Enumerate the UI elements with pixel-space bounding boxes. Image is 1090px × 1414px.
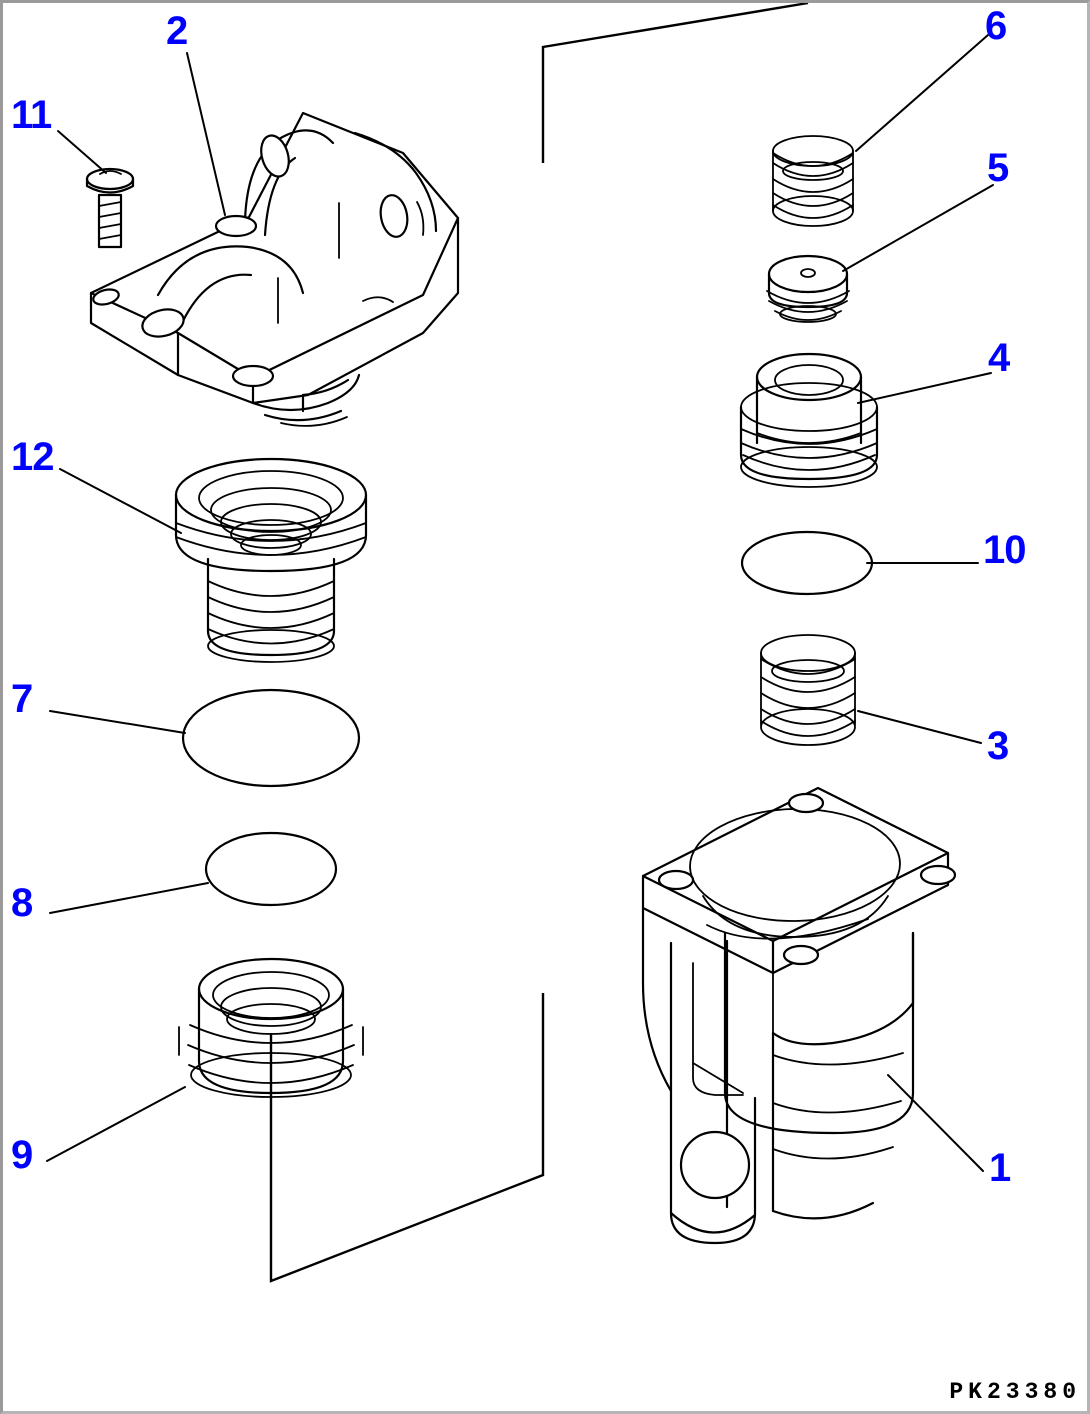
part-threaded-bushing-12 <box>174 457 368 663</box>
callout-8[interactable]: 8 <box>11 881 33 925</box>
part-o-ring-small-10 <box>740 530 874 596</box>
part-valve-body-1 <box>641 786 957 1245</box>
part-plug-5 <box>766 254 850 323</box>
part-disc-small-8 <box>204 831 338 907</box>
drawing-number: PK23380 <box>949 1379 1081 1405</box>
callout-7[interactable]: 7 <box>11 677 33 721</box>
callout-1[interactable]: 1 <box>989 1146 1011 1190</box>
callout-4[interactable]: 4 <box>988 336 1010 380</box>
leader-1 <box>887 1074 984 1172</box>
leader-4 <box>857 372 992 404</box>
part-cover-2 <box>89 111 460 427</box>
section-line-top <box>541 3 809 163</box>
technical-drawing-canvas: .ln { fill:none; stroke:#000; stroke-wid… <box>46 3 994 1283</box>
callout-2[interactable]: 2 <box>166 9 188 53</box>
callout-10[interactable]: 10 <box>983 528 1026 572</box>
leader-3 <box>857 710 982 744</box>
leader-2 <box>186 52 226 216</box>
part-spring-upper-6 <box>772 135 854 227</box>
assembly-section-lines <box>269 3 809 1283</box>
leader-12 <box>59 468 182 534</box>
callout-11[interactable]: 11 <box>11 93 52 137</box>
leader-6 <box>855 34 989 152</box>
section-line-bottom <box>269 993 545 1283</box>
leader-lines <box>46 34 994 1172</box>
callout-6[interactable]: 6 <box>985 4 1007 48</box>
part-o-ring-large-7 <box>181 688 361 788</box>
callout-3[interactable]: 3 <box>987 724 1009 768</box>
part-threaded-ring-9 <box>178 957 364 1098</box>
leader-7 <box>49 710 186 734</box>
leader-9 <box>46 1086 186 1162</box>
leader-8 <box>49 882 209 914</box>
callout-5[interactable]: 5 <box>987 146 1009 190</box>
part-guide-bushing-4 <box>739 352 879 488</box>
leader-11 <box>57 130 107 174</box>
part-spring-lower-3 <box>760 634 856 746</box>
callout-12[interactable]: 12 <box>11 435 54 479</box>
callout-9[interactable]: 9 <box>11 1133 33 1177</box>
leader-5 <box>842 184 994 272</box>
part-screw-11 <box>85 167 135 249</box>
